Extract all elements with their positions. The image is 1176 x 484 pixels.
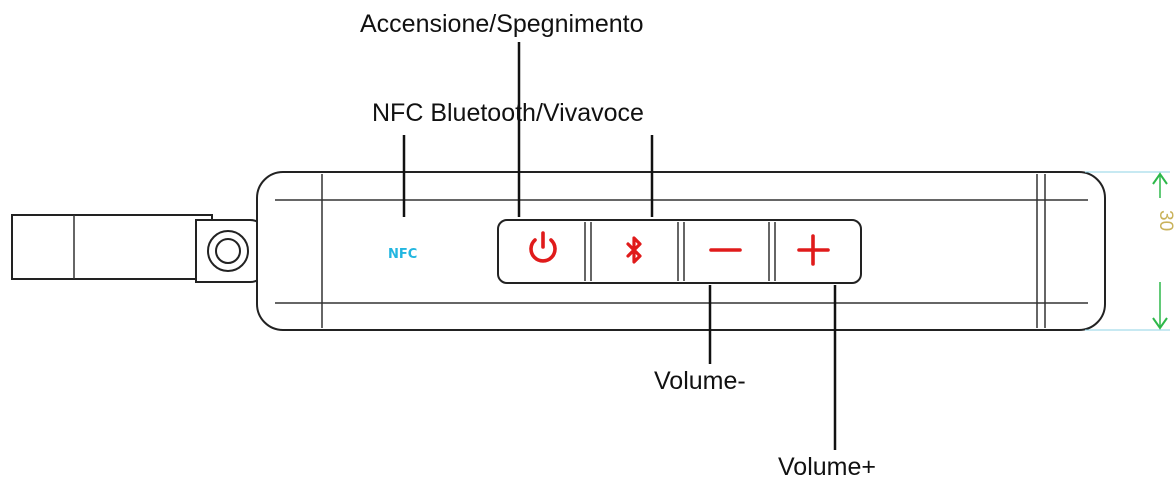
volume-up-button[interactable] <box>776 222 859 281</box>
nfc-mark: NFC <box>388 247 417 262</box>
power-button[interactable] <box>500 222 584 281</box>
arrow-down-icon <box>1152 317 1168 330</box>
volume-down-callout: Volume- <box>654 367 746 395</box>
bluetooth-button[interactable] <box>592 222 677 281</box>
bluetooth-icon <box>626 236 642 264</box>
button-panel <box>497 219 862 284</box>
power-callout: Accensione/Spegnimento <box>360 10 644 38</box>
dimension-label: 30 <box>1155 210 1176 231</box>
arrow-up-icon <box>1152 172 1168 185</box>
power-icon <box>529 231 557 263</box>
volume-down-button[interactable] <box>685 222 768 281</box>
volume-up-callout: Volume+ <box>778 453 876 481</box>
plus-icon <box>797 234 830 266</box>
nfc-bluetooth-callout: NFC Bluetooth/Vivavoce <box>372 99 644 127</box>
height-dimension: 30 <box>1085 171 1176 331</box>
